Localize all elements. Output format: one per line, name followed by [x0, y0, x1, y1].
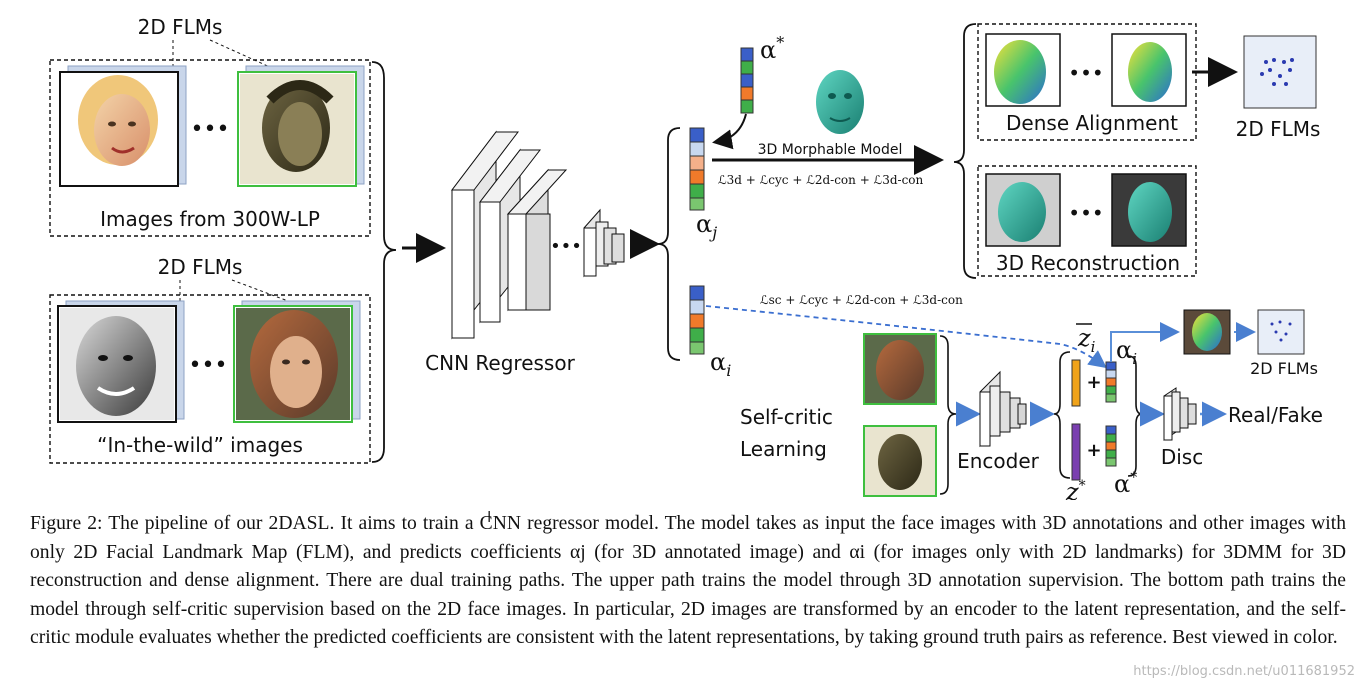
brace-self-critic	[939, 335, 957, 495]
label-disc: Disc	[1161, 445, 1203, 469]
alpha-i-coefficients	[689, 285, 705, 355]
label-alpha-star: α*	[760, 33, 784, 64]
z-bar-vector	[1071, 359, 1081, 407]
face-photo-redhead-icon	[236, 308, 350, 420]
flm-points-icon	[1257, 309, 1305, 355]
face-photo-redhead-icon	[876, 340, 924, 400]
face-alignment-icon	[1128, 42, 1172, 102]
label-alpha-j: αj	[696, 210, 717, 242]
group-in-the-wild: 2D FLMs ••• “In-the-wild” images	[49, 255, 371, 464]
label-encoder: Encoder	[957, 449, 1040, 473]
brace-outputs	[953, 23, 977, 279]
discriminator	[1163, 387, 1197, 441]
alpha-j-coefficients	[689, 127, 705, 211]
dashed-path-alpha-i	[705, 305, 1107, 369]
face-mesh-icon	[998, 182, 1046, 242]
brace-disc	[1127, 355, 1143, 477]
label-in-the-wild: “In-the-wild” images	[97, 433, 303, 457]
group-300w-lp: 2D FLMs ••• Images from 300W-LP	[49, 15, 371, 237]
face-photo-bw-icon	[60, 308, 174, 420]
face-mesh-icon	[1128, 182, 1172, 242]
encoder	[979, 370, 1027, 448]
flm-label-top: 2D FLMs	[138, 15, 223, 39]
group-3d-reconstruction: ••• 3D Reconstruction	[977, 165, 1197, 277]
ellipsis-cnn: •••	[550, 236, 582, 257]
brace-left	[371, 61, 397, 463]
cnn-regressor: ••• CNN Regressor	[425, 130, 625, 375]
alpha-star-coefficients	[740, 47, 754, 114]
face-photo-sepia-icon	[240, 74, 354, 184]
label-flm-small: 2D FLMs	[1250, 359, 1318, 378]
brace-latent	[1053, 351, 1071, 479]
watermark: https://blog.csdn.net/u011681952	[1133, 664, 1355, 679]
label-self-critic-2: Learning	[740, 437, 827, 461]
alpha-i-stack	[1105, 361, 1117, 403]
ellipsis-dense: •••	[1068, 61, 1103, 85]
loss-top: ℒ3d + ℒcyc + ℒ2d-con + ℒ3d-con	[718, 173, 924, 187]
text-cursor-icon: I	[487, 508, 492, 526]
face-mesh-icon	[816, 70, 864, 134]
flm-label-bottom: 2D FLMs	[158, 255, 243, 279]
group-dense-alignment: ••• Dense Alignment	[977, 23, 1197, 141]
face-alignment-icon	[994, 40, 1046, 104]
brace-split	[657, 127, 681, 361]
arrow-to-small-output	[1110, 322, 1180, 362]
label-3d-reconstruction: 3D Reconstruction	[996, 251, 1180, 275]
face-photo-blonde-icon	[62, 74, 176, 184]
pipeline-diagram: 2D FLMs ••• Images from 300W-LP 2D FLMs	[49, 15, 1323, 500]
flm-points-icon	[1243, 35, 1317, 109]
label-dense-alignment: Dense Alignment	[1006, 111, 1178, 135]
label-300w-lp: Images from 300W-LP	[100, 207, 320, 231]
svg-text:+: +	[1086, 440, 1101, 461]
label-z-bar: zi	[1077, 324, 1096, 356]
label-self-critic-1: Self-critic	[740, 405, 833, 429]
alpha-star-stack	[1105, 425, 1117, 467]
label-cnn-regressor: CNN Regressor	[425, 351, 575, 375]
face-photo-sepia-icon	[878, 434, 922, 490]
label-real-fake: Real/Fake	[1228, 403, 1323, 427]
figure-caption: Figure 2: The pipeline of our 2DASL. It …	[30, 513, 1346, 649]
label-alpha-i: αi	[710, 348, 731, 380]
face-alignment-icon	[1192, 313, 1222, 351]
ellipsis-bottom: •••	[189, 353, 228, 378]
label-morphable-model: 3D Morphable Model	[758, 142, 903, 158]
svg-text:+: +	[1086, 372, 1101, 393]
label-alpha-star-right: α*	[1114, 470, 1137, 498]
label-z-star: z*	[1065, 478, 1086, 500]
label-flm-right: 2D FLMs	[1236, 117, 1321, 141]
loss-mid: ℒsc + ℒcyc + ℒ2d-con + ℒ3d-con	[760, 293, 963, 307]
ellipsis-top: •••	[191, 117, 230, 142]
ellipsis-recon: •••	[1068, 201, 1103, 225]
z-star-vector	[1071, 423, 1081, 481]
arrow-alpha-star	[712, 113, 747, 150]
label-alpha-i-right: αi	[1116, 336, 1137, 368]
